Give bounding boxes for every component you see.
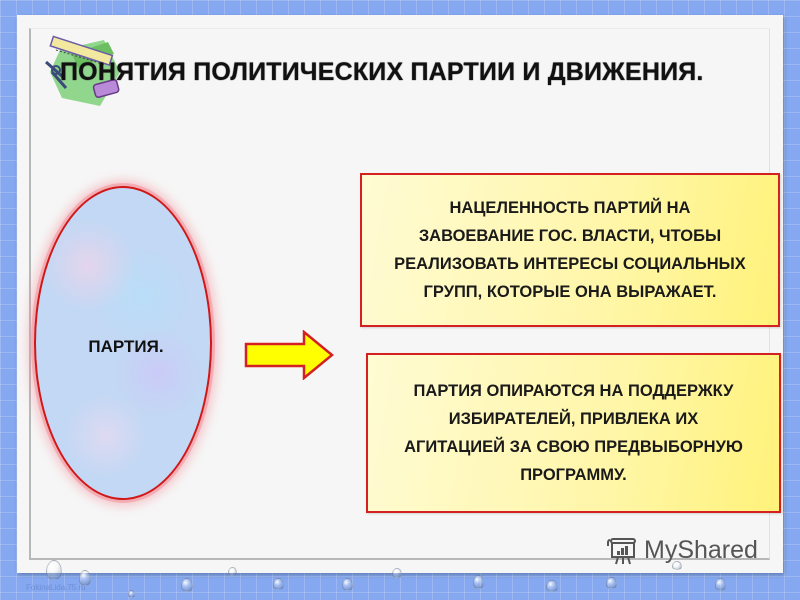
box-1-line: НАЦЕЛЕННОСТЬ ПАРТИЙ НА [449,199,691,217]
water-drop-icon [79,570,91,586]
footer-url: FokinaLida.75.ru [26,583,86,592]
water-drop-icon [715,578,726,591]
slide-title: ПОНЯТИЯ ПОЛИТИЧЕСКИХ ПАРТИИ И ДВИЖЕНИЯ. [60,58,704,86]
water-drop-icon [273,578,284,590]
box-1-line: РЕАЛИЗОВАТЬ ИНТЕРЕСЫ СОЦИАЛЬНЫХ [394,255,746,273]
water-drop-icon [228,567,237,576]
box-2-line: ИЗБИРАТЕЛЕЙ, ПРИВЛЕКА ИХ [448,410,699,428]
water-drop-icon [181,578,193,592]
box-1-line: ЗАВОЕВАНИЕ ГОС. ВЛАСТИ, ЧТОБЫ [418,227,722,245]
water-drop-icon [606,577,617,589]
box-2-line: ПАРТИЯ ОПИРАЮТСЯ НА ПОДДЕРЖКУ [413,382,734,400]
water-drop-icon [392,568,402,578]
water-drop-icon [672,561,682,570]
box-1-line: ГРУПП, КОТОРЫЕ ОНА ВЫРАЖАЕТ. [423,283,717,301]
watermark-text: MyShared [644,535,758,564]
party-ellipse: ПАРТИЯ. [34,186,212,500]
definition-box-1: НАЦЕЛЕННОСТЬ ПАРТИЙ НА ЗАВОЕВАНИЕ ГОС. В… [360,173,780,327]
definition-box-2: ПАРТИЯ ОПИРАЮТСЯ НА ПОДДЕРЖКУ ИЗБИРАТЕЛЕ… [366,353,781,513]
water-drop-icon [546,580,558,592]
presentation-board-icon [607,538,636,565]
water-drop-icon [342,578,353,591]
water-drop-icon [46,560,62,580]
stationery-clipart-icon [42,32,122,112]
right-arrow-icon [244,329,334,381]
ellipse-label: ПАРТИЯ. [88,337,164,356]
box-2-line: АГИТАЦИЕЙ ЗА СВОЮ ПРЕДВЫБОРНУЮ [404,438,743,456]
box-2-line: ПРОГРАММУ. [520,466,627,484]
water-drop-icon [473,575,484,589]
myshared-watermark: MyShared [606,534,758,566]
water-drop-icon [128,590,135,598]
